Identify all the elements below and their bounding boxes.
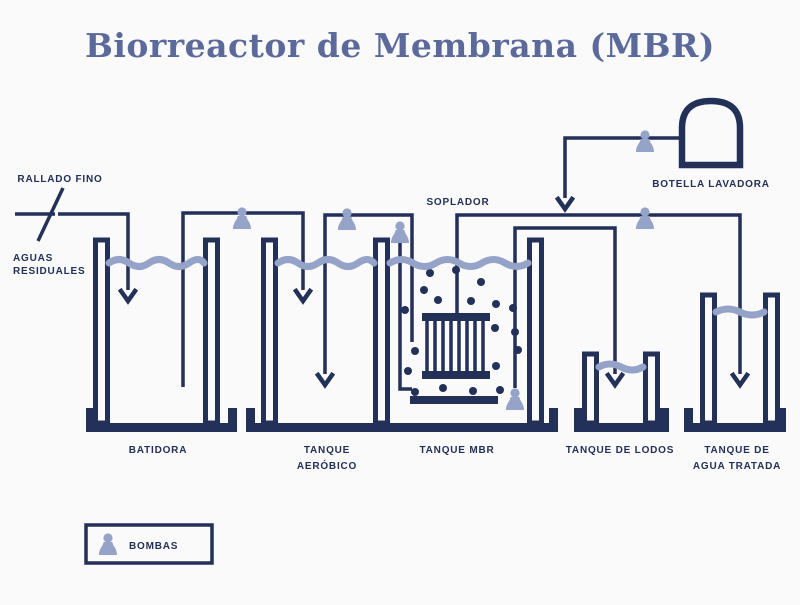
tank-wall (261, 237, 278, 426)
mbr-to-aerobic-recirculation-pipe (323, 213, 414, 374)
sludge-tank (574, 351, 669, 432)
mixer-tank (86, 237, 237, 432)
labels: RALLADO FINO AGUAS RESIDUALES SOPLADOR B… (13, 174, 781, 472)
aerobic-tank (261, 237, 278, 426)
pump-icon (391, 221, 409, 243)
treated-tank-label-2: AGUA TRATADA (693, 461, 781, 472)
wavy-water-line (386, 256, 532, 270)
fine-screen-label: RALLADO FINO (17, 174, 102, 185)
tank-wall (93, 237, 110, 426)
mixer-tank-label: BATIDORA (129, 445, 187, 456)
tank-wall (582, 351, 599, 426)
down-arrow-icon (608, 375, 622, 385)
down-arrow-icon (558, 199, 572, 209)
tank-base (574, 408, 669, 432)
legend-box (84, 523, 214, 565)
aerobic-tank-label-1: TANQUE (304, 445, 350, 456)
treated-tank-label-1: TANQUE DE (704, 445, 769, 456)
down-arrow-icon (733, 375, 747, 385)
wavy-water-line (274, 256, 378, 270)
dividing-wall (373, 237, 390, 426)
wavy-water-line (105, 256, 208, 270)
membrane-header (422, 313, 490, 321)
mbr-tank (246, 237, 558, 432)
permeate-pipe (455, 213, 742, 374)
pump-icon (506, 388, 524, 410)
treated-water-tank (684, 292, 786, 432)
wavy-water-line (595, 360, 647, 374)
down-arrow-icon (296, 291, 310, 301)
mixer-to-aerobic-pipe (181, 211, 305, 387)
pump-icon (338, 208, 356, 230)
wavy-water-line (712, 305, 768, 319)
tank-base (684, 408, 786, 432)
tank-base (86, 408, 237, 432)
blower-air-pipe (398, 243, 412, 391)
blower-label: SOPLADOR (426, 197, 489, 208)
wastewater-label-1: AGUAS (13, 253, 53, 264)
pump-icon (636, 130, 654, 152)
pump-icon (233, 207, 251, 229)
air-bubbles (401, 266, 522, 396)
water-levels (105, 256, 768, 374)
membrane-footer (422, 371, 490, 379)
pump-icon (636, 207, 654, 229)
down-arrow-icon (121, 291, 135, 301)
mbr-tank-label: TANQUE MBR (419, 445, 494, 456)
tank-base (246, 408, 558, 432)
wash-bottle-label: BOTELLA LAVADORA (652, 179, 770, 190)
page-title: Biorreactor de Membrana (MBR) (85, 26, 715, 65)
aerobic-tank-label-2: AERÓBICO (297, 459, 357, 472)
tank-wall (763, 292, 780, 426)
tank-wall (643, 351, 660, 426)
sludge-tank-label: TANQUE DE LODOS (566, 445, 674, 456)
membrane-module (422, 313, 490, 379)
air-diffuser (410, 396, 498, 404)
membrane-fibers (425, 321, 485, 371)
down-arrow-icon (318, 375, 332, 385)
legend-pumps-label: BOMBAS (129, 541, 178, 552)
legend: BOMBAS (84, 523, 214, 565)
wash-bottle (678, 97, 744, 169)
wastewater-label-2: RESIDUALES (13, 266, 85, 277)
fine-screen-symbol (36, 187, 65, 242)
pump-icon (99, 533, 117, 555)
tank-wall (203, 237, 220, 426)
tank-wall (700, 292, 717, 426)
tank-wall (527, 237, 544, 426)
